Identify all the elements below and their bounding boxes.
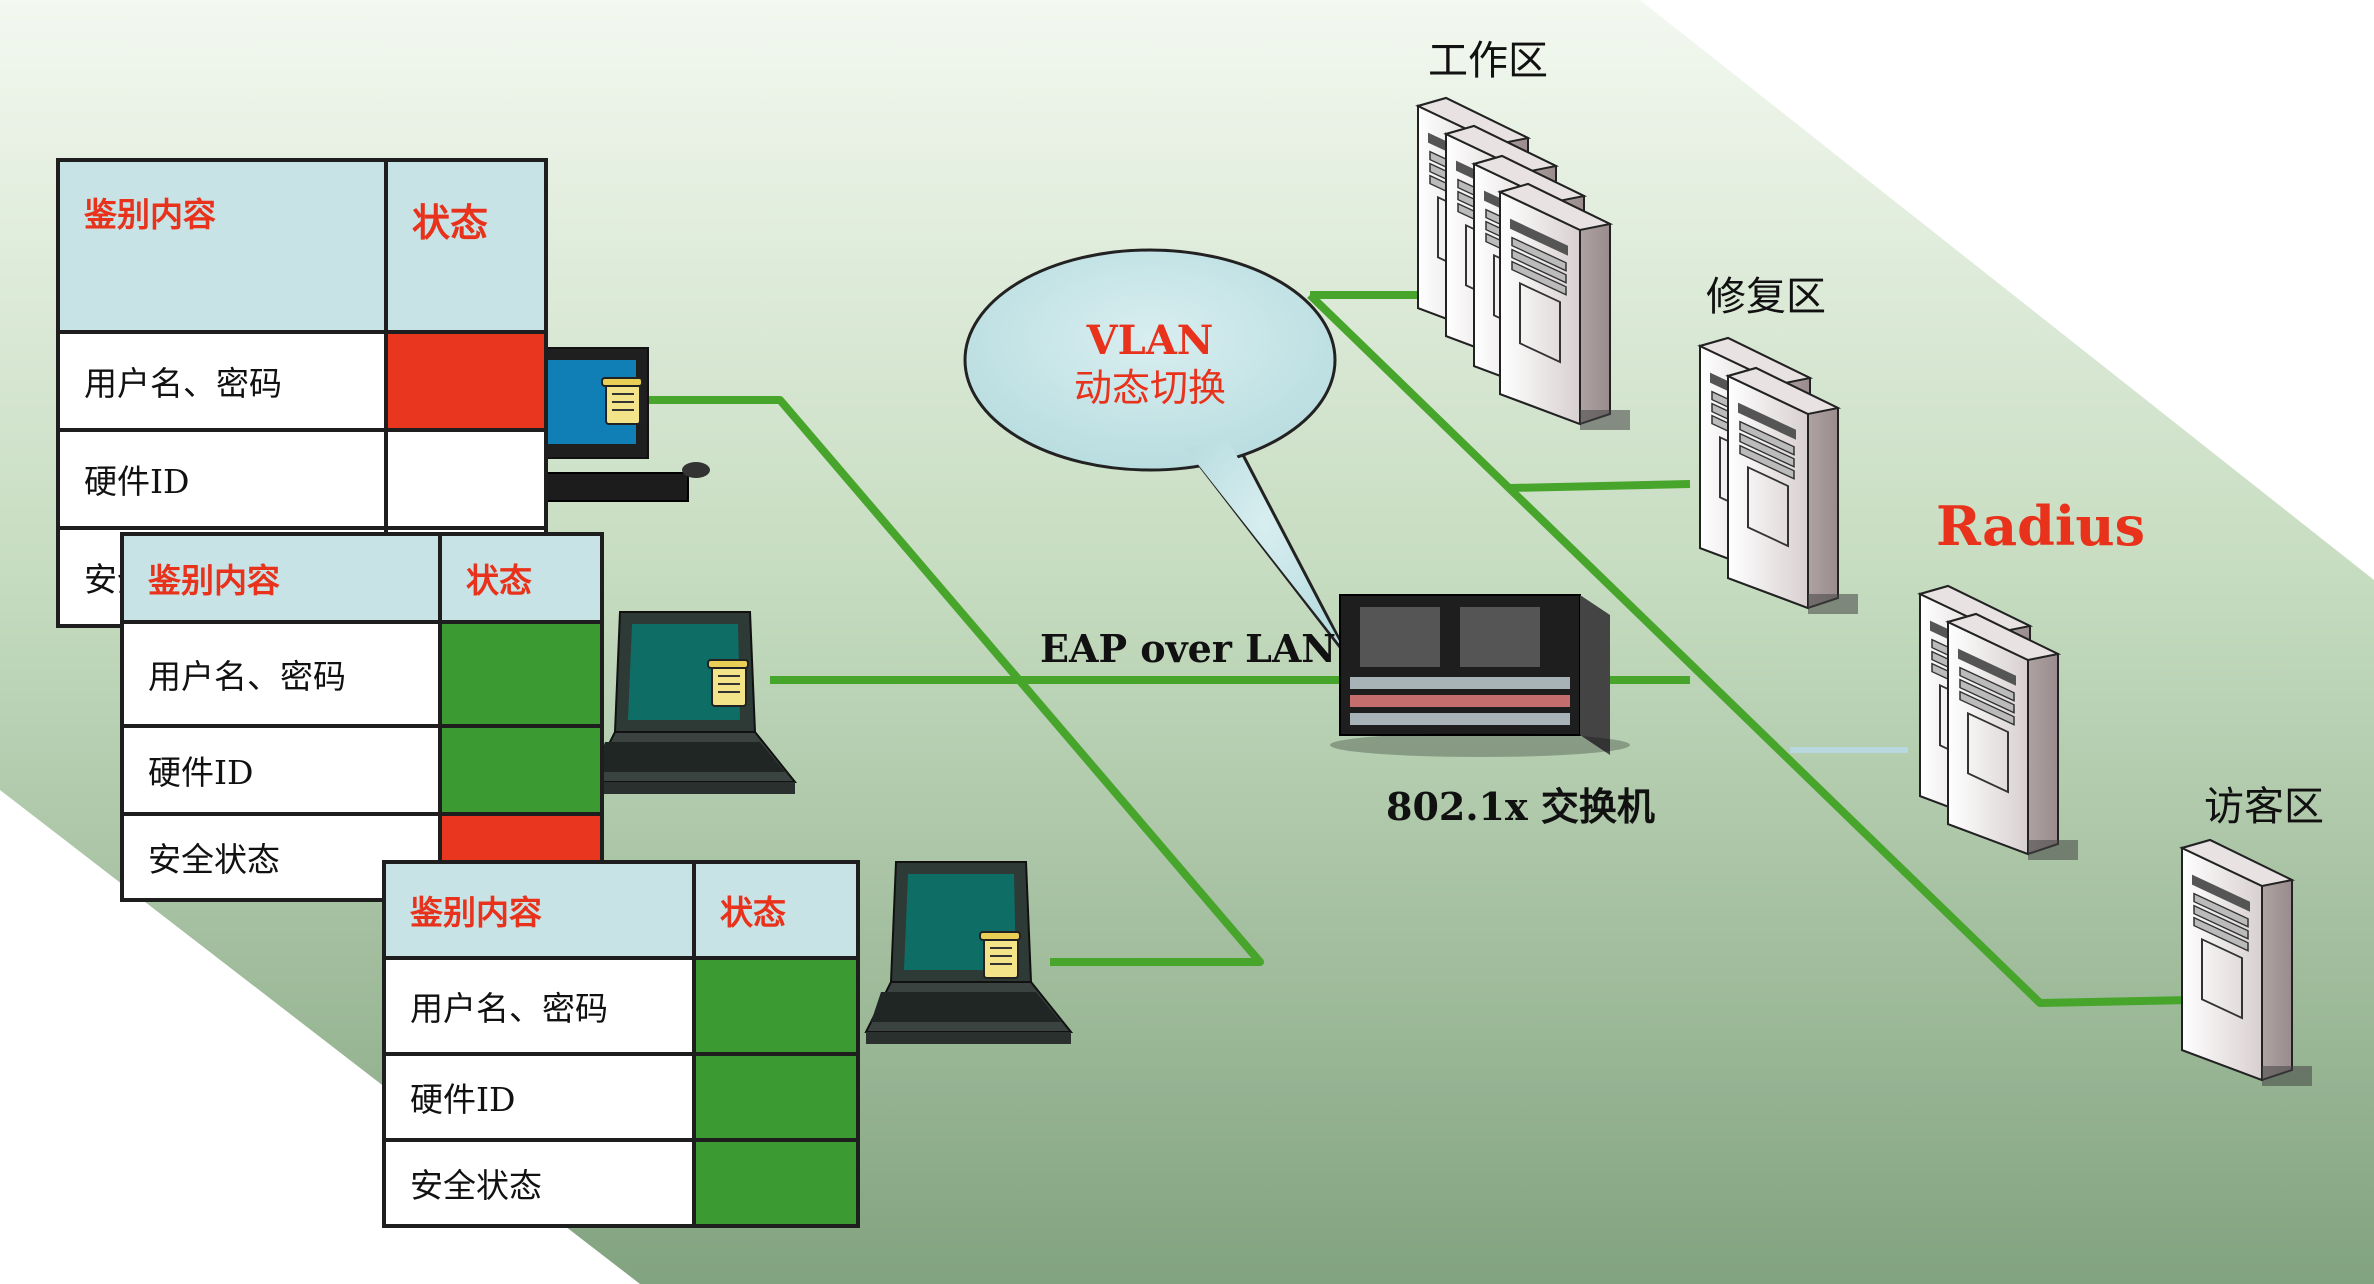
auth-row-label: 硬件ID — [382, 1052, 696, 1142]
auth-table-3: 鉴别内容 状态 用户名、密码 硬件ID 安全状态 — [382, 860, 860, 1228]
status-cell-fail — [384, 330, 548, 432]
auth-row-label: 用户名、密码 — [120, 620, 442, 728]
switch-label: 802.1x 交换机 — [1386, 784, 1655, 829]
eap-label: EAP over LAN — [1040, 626, 1337, 671]
auth-header-status: 状态 — [692, 860, 860, 960]
auth-table-2: 鉴别内容 状态 用户名、密码 硬件ID 安全状态 — [120, 532, 604, 902]
status-cell-ok — [692, 1138, 860, 1228]
status-cell — [384, 428, 548, 530]
status-cell-ok — [438, 620, 604, 728]
auth-header-content: 鉴别内容 — [382, 860, 696, 960]
vlan-bubble — [963, 248, 1352, 661]
auth-header-status: 状态 — [438, 532, 604, 624]
network-switch-icon — [1330, 594, 1630, 757]
auth-row-label: 用户名、密码 — [56, 330, 388, 432]
status-cell-ok — [692, 956, 860, 1056]
auth-row-label: 安全状态 — [382, 1138, 696, 1228]
auth-header-status: 状态 — [384, 158, 548, 334]
bubble-text: VLAN 动态切换 — [1010, 318, 1290, 412]
auth-row-label: 硬件ID — [56, 428, 388, 530]
auth-header-content: 鉴别内容 — [120, 532, 442, 624]
auth-row-label: 用户名、密码 — [382, 956, 696, 1056]
radius-label: Radius — [1936, 494, 2146, 558]
status-cell-ok — [438, 724, 604, 816]
bubble-title: VLAN — [1086, 317, 1214, 364]
security-agent-icon — [979, 931, 1021, 979]
auth-header-content: 鉴别内容 — [56, 158, 388, 334]
guest-zone-label: 访客区 — [2204, 784, 2324, 830]
status-cell-ok — [692, 1052, 860, 1142]
bubble-subtitle: 动态切换 — [1073, 366, 1226, 410]
work-zone-label: 工作区 — [1428, 38, 1548, 84]
security-agent-icon — [601, 377, 643, 425]
auth-row-label: 硬件ID — [120, 724, 442, 816]
repair-zone-label: 修复区 — [1706, 274, 1826, 320]
security-agent-icon — [707, 659, 749, 707]
